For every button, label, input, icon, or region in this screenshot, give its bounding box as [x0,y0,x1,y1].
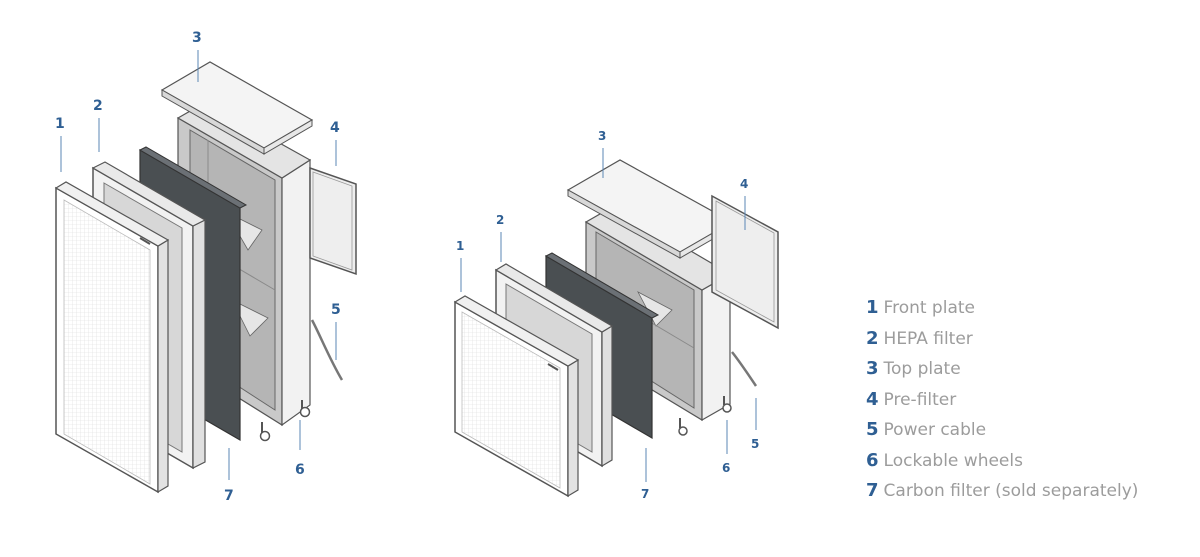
callouts-left: 1 2 3 4 5 6 7 [55,30,341,504]
leader-lines-center [460,148,757,482]
legend-number: 7 [866,480,879,501]
callout-6-small: 6 [722,461,730,475]
legend-label: HEPA filter [883,328,973,349]
legend-label: Carbon filter (sold separately) [883,481,1139,501]
legend-label: Top plate [883,359,961,379]
callout-2: 2 [93,98,103,114]
callout-3-small: 3 [598,129,606,143]
callout-1-small: 1 [456,239,464,253]
lockable-wheels [259,400,311,442]
callout-7-small: 7 [641,487,649,501]
pre-filter-small [711,194,779,330]
callout-2-small: 2 [496,213,504,227]
pre-filter [309,166,357,276]
callout-6: 6 [295,462,305,478]
legend-label: Power cable [883,420,987,440]
callout-4: 4 [330,120,340,136]
callout-5: 5 [331,302,341,318]
front-plate [54,181,170,494]
legend-number: 5 [866,419,879,440]
lockable-wheels-small [678,396,732,436]
callout-1: 1 [55,116,65,132]
legend-number: 4 [866,388,879,410]
small-unit: 1 2 3 4 5 6 7 [453,129,779,501]
legend-number: 1 [866,297,879,318]
callout-4-small: 4 [740,177,748,191]
callout-7: 7 [224,488,234,504]
top-plate [160,61,314,155]
legend-number: 3 [866,358,879,379]
front-plate-small [453,295,580,498]
legend-label: Front plate [883,298,975,318]
leader-lines-left [60,50,337,480]
legend-number: 2 [866,327,879,349]
callout-3: 3 [192,30,202,46]
large-unit: 1 2 3 4 5 6 7 [54,30,357,504]
legend-number: 6 [866,449,879,471]
legend-label: Pre-filter [883,389,957,410]
callout-5-small: 5 [751,437,759,451]
callouts-center: 1 2 3 4 5 6 7 [456,129,759,501]
legend-label: Lockable wheels [883,450,1023,471]
